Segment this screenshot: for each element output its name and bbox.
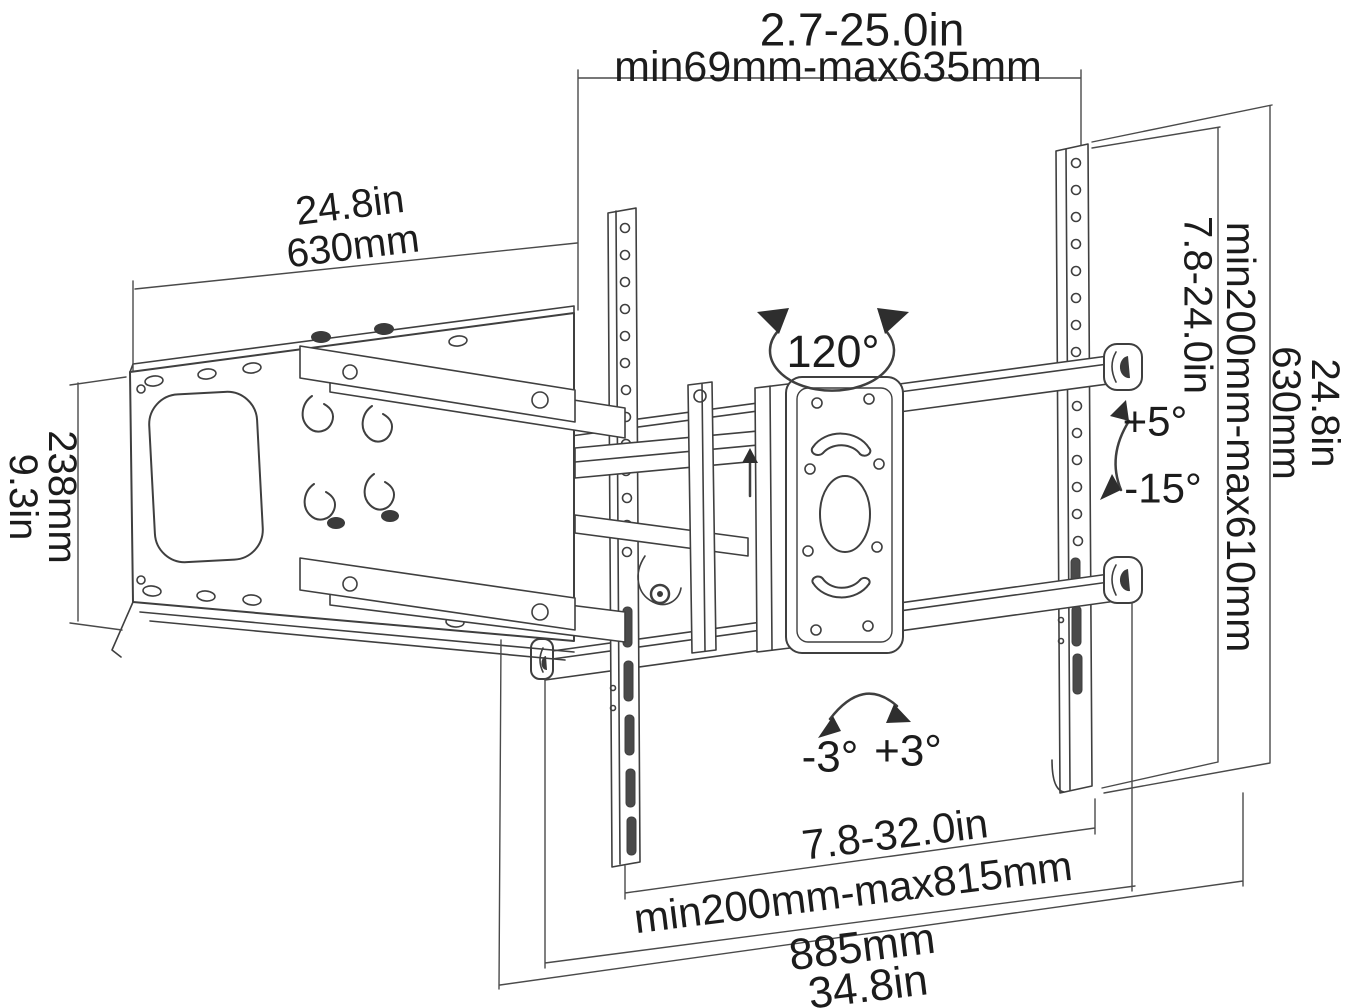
arrow-up-icon bbox=[742, 448, 758, 498]
dim-wall-plate-height-mm: 238mm bbox=[40, 430, 85, 564]
elbow-bracket bbox=[637, 381, 717, 654]
dim-rail-length-inches: 24.8in bbox=[1303, 358, 1347, 468]
dim-vesa-height-inches: 7.8-24.0in bbox=[1175, 216, 1220, 394]
tv-rail-right bbox=[1051, 143, 1093, 794]
dimension-lines bbox=[69, 69, 1273, 990]
tilt-up-label: +5° bbox=[1122, 397, 1188, 445]
roll-minus-label: -3° bbox=[801, 732, 859, 782]
dim-vesa-height-mm: min200mm-max610mm bbox=[1218, 221, 1265, 653]
swivel-angle-label: 120° bbox=[786, 325, 880, 377]
dim-wall-plate-height: 238mm 9.3in bbox=[1, 430, 85, 564]
vesa-plate bbox=[754, 376, 904, 654]
dim-rail-length: 24.8in 630mm bbox=[1264, 346, 1347, 480]
tilt-down-label: -15° bbox=[1124, 464, 1202, 512]
swivel-arrow bbox=[757, 308, 909, 392]
dim-extension-depth-inches: 2.7-25.0in bbox=[759, 3, 965, 56]
dim-wall-plate-height-inches: 9.3in bbox=[1, 453, 45, 541]
roll-arrow bbox=[818, 692, 911, 738]
dim-rail-length-mm: 630mm bbox=[1264, 346, 1308, 480]
roll-plus-label: +3° bbox=[874, 726, 942, 776]
tilt-arrow bbox=[1100, 400, 1131, 500]
articulating-arms bbox=[299, 323, 626, 643]
dim-extension-depth-mm: min69mm-max635mm bbox=[614, 42, 1042, 91]
